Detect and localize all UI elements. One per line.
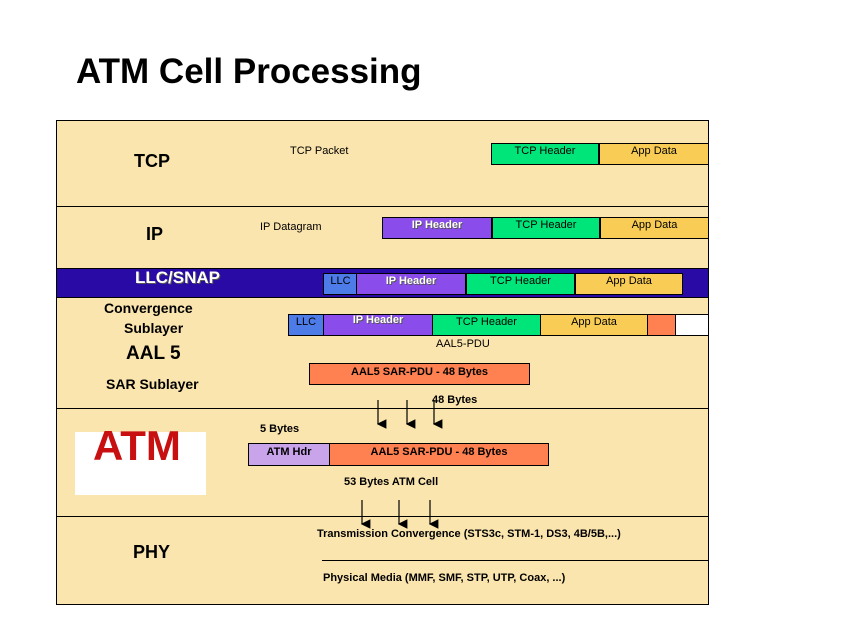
sar-pdu-box: AAL5 SAR-PDU - 48 Bytes bbox=[309, 363, 530, 385]
tcp-row-tcp-header: TCP Header bbox=[491, 143, 599, 165]
atm-phy-divider bbox=[56, 516, 709, 517]
ip-row-tcp-header: TCP Header bbox=[492, 217, 600, 239]
layer-label-ip: IP bbox=[146, 224, 164, 244]
layer-label-aal5: AAL 5 bbox=[126, 343, 181, 364]
llc-row-app-data: App Data bbox=[575, 273, 683, 295]
aal-atm-divider bbox=[56, 408, 709, 409]
transmission-convergence-label: Transmission Convergence (STS3c, STM-1, … bbox=[317, 528, 621, 540]
llc-row-tcp-header: TCP Header bbox=[466, 273, 575, 295]
sar-48-bytes-label: 48 Bytes bbox=[432, 394, 478, 406]
layer-label-sublayer: Sublayer bbox=[124, 320, 184, 336]
atm-payload-box: AAL5 SAR-PDU - 48 Bytes bbox=[329, 443, 549, 466]
protocol-stack-panel bbox=[56, 120, 709, 605]
tc-pm-divider bbox=[322, 560, 709, 561]
tcp-packet-label: TCP Packet bbox=[290, 145, 349, 157]
tcp-row-app-data: App Data bbox=[599, 143, 709, 165]
layer-label-tcp: TCP bbox=[134, 151, 170, 171]
llc-row-ip-header: IP Header bbox=[356, 273, 466, 295]
atm-logo-background bbox=[75, 432, 206, 495]
layer-label-phy: PHY bbox=[133, 542, 171, 562]
physical-media-label: Physical Media (MMF, SMF, STP, UTP, Coax… bbox=[323, 572, 566, 584]
page-title: ATM Cell Processing bbox=[76, 52, 422, 91]
layer-label-sar: SAR Sublayer bbox=[106, 376, 199, 392]
aal5-pdu-label: AAL5-PDU bbox=[436, 338, 490, 350]
ip-row-app-data: App Data bbox=[600, 217, 709, 239]
cs-row-trailer bbox=[675, 314, 709, 336]
layer-label-atm: ATM bbox=[93, 422, 181, 469]
ip-datagram-label: IP Datagram bbox=[260, 221, 322, 233]
layer-label-convergence: Convergence bbox=[104, 300, 193, 316]
layer-label-llc-snap: LLC/SNAP bbox=[135, 268, 220, 287]
ip-row-ip-header: IP Header bbox=[382, 217, 492, 239]
tcp-ip-divider bbox=[56, 206, 709, 207]
atm-cell-label: 53 Bytes ATM Cell bbox=[344, 476, 439, 488]
atm-5-bytes-label: 5 Bytes bbox=[260, 423, 300, 435]
